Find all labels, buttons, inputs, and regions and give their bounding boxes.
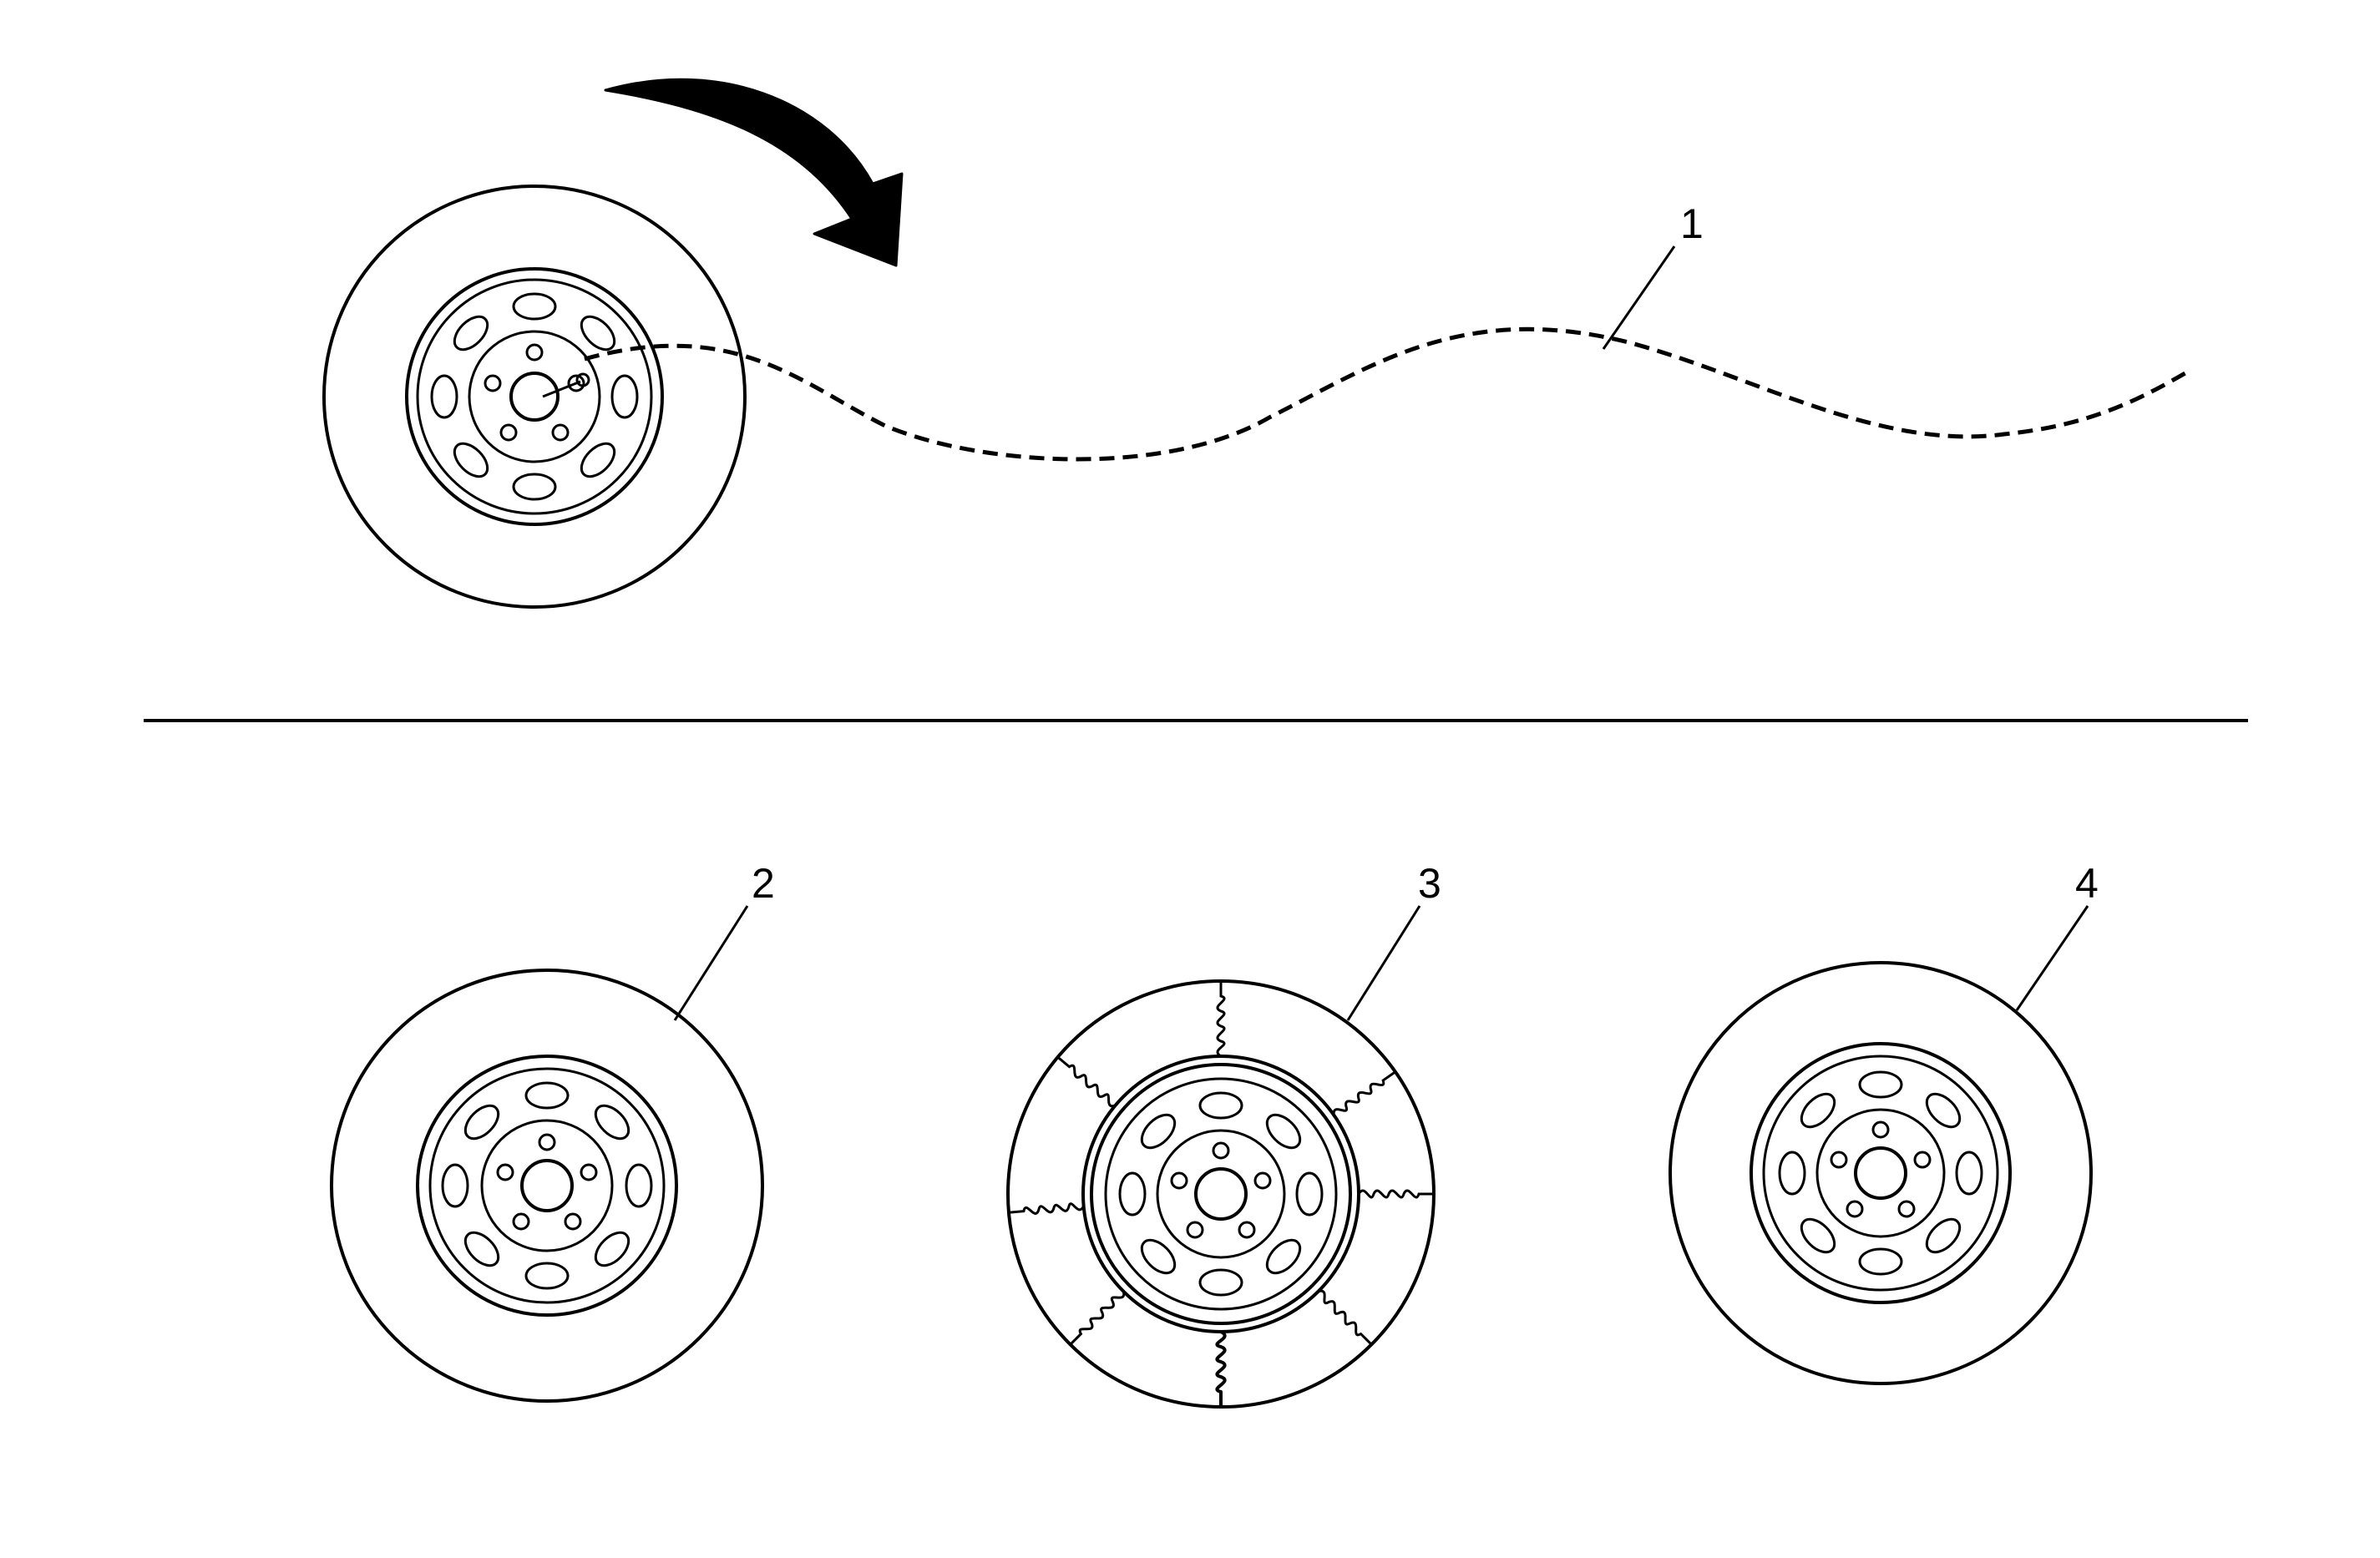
rolling-wheel-group: 1 <box>322 78 2190 609</box>
spring-icon <box>1069 1291 1126 1346</box>
curved-arrow-icon <box>604 78 904 267</box>
spring-icon <box>1332 1070 1396 1115</box>
callout-2-leader <box>673 905 749 1021</box>
spring-icon <box>1318 1289 1373 1346</box>
callout-1-label: 1 <box>1680 200 1704 247</box>
wheel-path-dashed-line <box>584 326 2190 462</box>
spring-icon <box>1056 1055 1117 1108</box>
callout-2-label: 2 <box>752 860 775 907</box>
callout-1-leader <box>1602 245 1676 350</box>
callout-4-leader <box>2015 905 2089 1011</box>
wheel-icon <box>1669 961 2093 1385</box>
wheel-icon <box>330 969 764 1403</box>
wheel-icon <box>1006 979 1436 1409</box>
spring-icon <box>1008 1202 1085 1215</box>
wheel-2-group: 2 <box>330 860 775 1403</box>
callout-3-leader <box>1346 905 1421 1021</box>
callout-3-label: 3 <box>1418 860 1441 907</box>
callout-4-label: 4 <box>2075 860 2099 907</box>
spring-icon <box>1215 1330 1227 1409</box>
spring-icon <box>1357 1189 1434 1199</box>
wheel-icon <box>322 185 747 609</box>
wheel-4-group: 4 <box>1669 860 2099 1385</box>
wheel-3-group: 3 <box>1006 860 1441 1409</box>
spring-icon <box>1216 981 1226 1058</box>
